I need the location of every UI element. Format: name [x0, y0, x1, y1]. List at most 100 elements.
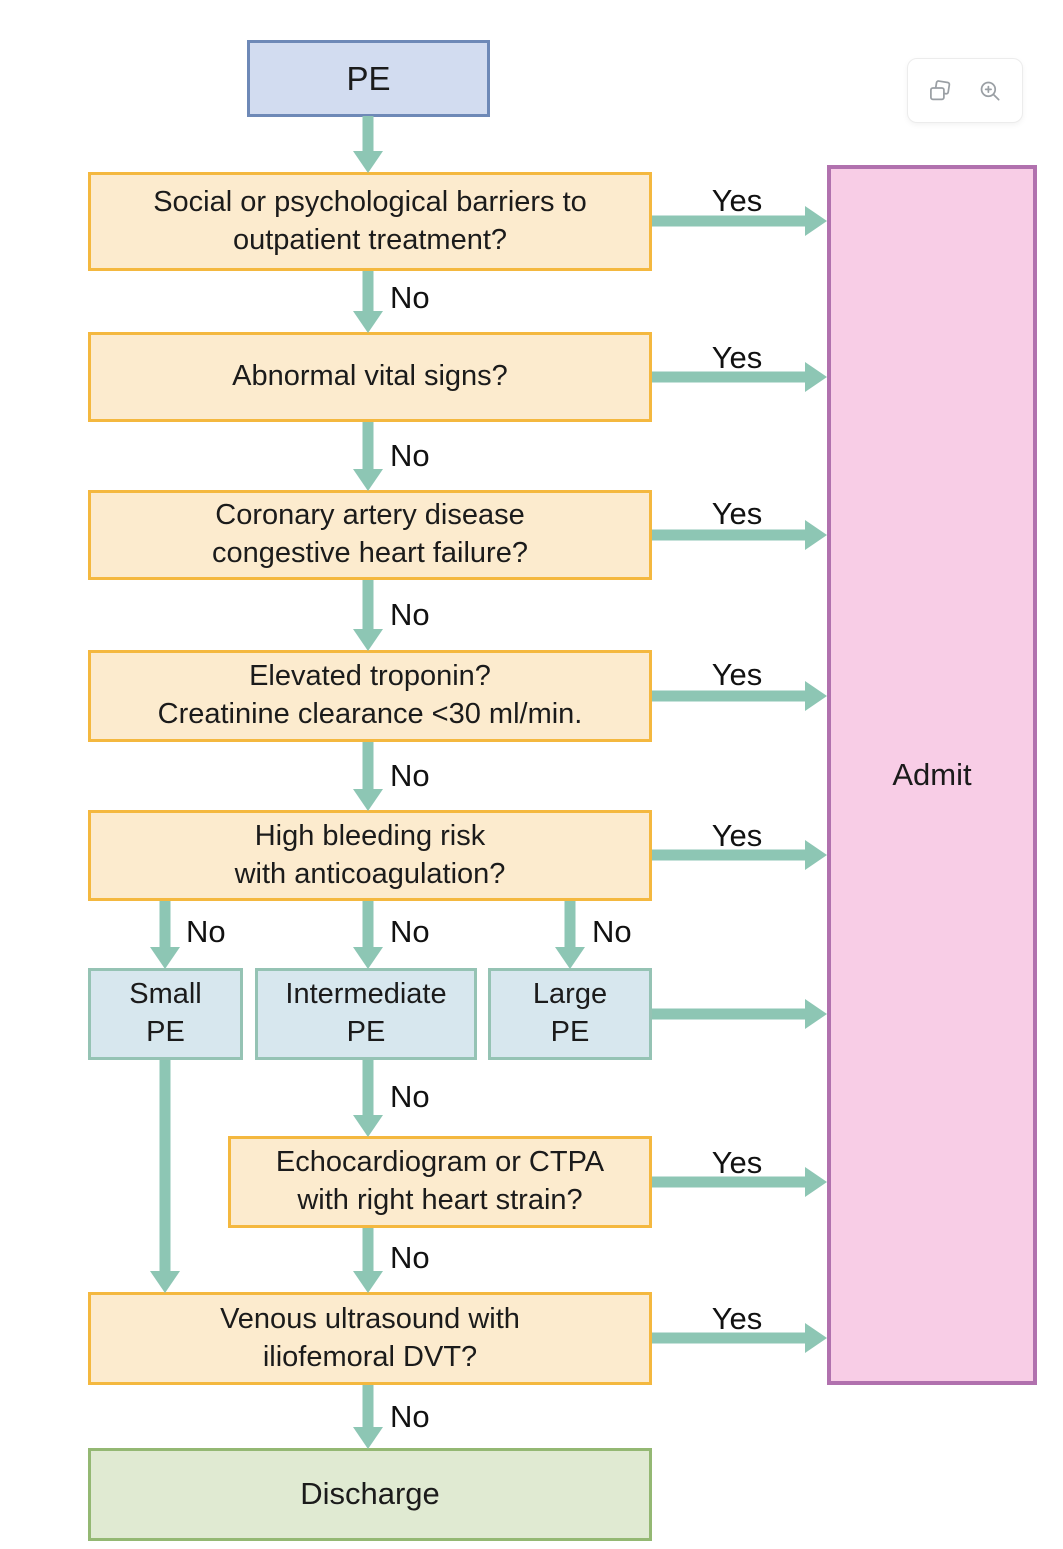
arrow-head: [353, 1427, 383, 1449]
arrow-troponin-to-admit: [652, 681, 827, 711]
no-label: No: [390, 758, 430, 793]
arrow-vitals-to-cad: [353, 422, 383, 491]
no-label: No: [592, 914, 632, 949]
no-label: No: [186, 914, 226, 949]
node-large-pe: Large PE: [488, 968, 652, 1060]
arrow-venous-to-discharge: [353, 1385, 383, 1449]
node-echo-ctpa: Echocardiogram or CTPA with right heart …: [228, 1136, 652, 1228]
node-venous-ultrasound: Venous ultrasound with iliofemoral DVT?: [88, 1292, 652, 1385]
node-pe: PE: [247, 40, 490, 117]
node-label-line: High bleeding risk: [254, 819, 486, 852]
arrow-head: [805, 1323, 827, 1353]
node-label-line: with anticoagulation?: [234, 857, 506, 890]
node-abnormal-vitals: Abnormal vital signs?: [88, 332, 652, 422]
node-label-line: Intermediate: [285, 978, 447, 1011]
node-label-line: Small: [129, 978, 202, 1011]
arrow-shaft: [652, 1176, 807, 1188]
arrow-shaft: [362, 901, 374, 949]
arrow-shaft: [652, 215, 807, 227]
arrow-head: [353, 151, 383, 173]
yes-label: Yes: [711, 657, 763, 692]
arrow-social-to-vitals: [353, 271, 383, 333]
no-label: No: [390, 914, 430, 949]
arrow-head: [353, 947, 383, 969]
arrow-shaft: [362, 116, 374, 153]
arrow-head: [555, 947, 585, 969]
yes-label: Yes: [711, 340, 763, 375]
arrow-shaft: [362, 1060, 374, 1117]
node-social-barriers: Social or psychological barriers to outp…: [88, 172, 652, 271]
node-intermediate-pe: Intermediate PE: [255, 968, 477, 1060]
arrow-bleeding-to-small: [150, 901, 180, 969]
arrow-shaft: [159, 1060, 171, 1273]
arrow-head: [805, 681, 827, 711]
arrow-bleeding-to-admit: [652, 840, 827, 870]
no-label: No: [390, 1079, 430, 1114]
zoom-in-icon: [980, 81, 1000, 101]
node-label-line: Abnormal vital signs?: [232, 360, 508, 392]
arrow-shaft: [652, 371, 807, 383]
node-bleeding-risk: High bleeding risk with anticoagulation?: [88, 810, 652, 901]
node-label-line: with right heart strain?: [297, 1184, 583, 1216]
arrow-bleeding-to-intermediate: [353, 901, 383, 969]
arrow-cad-to-troponin: [353, 580, 383, 651]
node-admit: Admit: [827, 165, 1037, 1385]
arrow-head: [353, 789, 383, 811]
arrow-venous-to-admit: [652, 1323, 827, 1353]
arrow-head: [805, 840, 827, 870]
arrow-cad-to-admit: [652, 520, 827, 550]
arrow-intermediate-to-echo: [353, 1060, 383, 1137]
arrow-head: [353, 629, 383, 651]
arrow-head: [353, 1115, 383, 1137]
no-label: No: [390, 1399, 430, 1434]
no-label: No: [390, 597, 430, 632]
node-label-line: PE: [346, 1016, 386, 1048]
arrow-head: [150, 1271, 180, 1293]
arrow-shaft: [362, 271, 374, 313]
arrow-shaft: [159, 901, 171, 949]
arrow-head: [353, 311, 383, 333]
arrow-head: [353, 469, 383, 491]
yes-label: Yes: [711, 818, 763, 853]
arrow-small-to-venous: [150, 1060, 180, 1293]
copy-image-button[interactable]: [923, 74, 957, 108]
arrow-shaft: [652, 1008, 807, 1020]
yes-label: Yes: [711, 1301, 763, 1336]
zoom-in-button[interactable]: [973, 74, 1007, 108]
no-label: No: [390, 1240, 430, 1275]
arrow-head: [805, 520, 827, 550]
yes-label: Yes: [711, 1145, 763, 1180]
node-label-line: iliofemoral DVT?: [262, 1340, 478, 1373]
arrow-shaft: [362, 742, 374, 791]
node-label-line: PE: [550, 1016, 590, 1048]
arrow-head: [150, 947, 180, 969]
arrow-echo-to-venous: [353, 1228, 383, 1293]
node-discharge: Discharge: [88, 1448, 652, 1541]
node-label-line: Creatinine clearance <30 ml/min.: [157, 698, 583, 730]
node-label-line: Elevated troponin?: [249, 660, 491, 693]
arrow-shaft: [362, 1228, 374, 1273]
arrow-troponin-to-bleeding: [353, 742, 383, 811]
node-label-line: congestive heart failure?: [212, 537, 528, 569]
arrow-head: [805, 999, 827, 1029]
node-small-pe: Small PE: [88, 968, 243, 1060]
arrow-echo-to-admit: [652, 1167, 827, 1197]
yes-label: Yes: [711, 496, 763, 531]
yes-label: Yes: [711, 183, 763, 218]
arrow-head: [353, 1271, 383, 1293]
node-label-line: PE: [146, 1016, 185, 1048]
node-label-line: Echocardiogram or CTPA: [275, 1146, 605, 1179]
node-admit-label: Admit: [892, 756, 972, 792]
arrow-large-to-admit: [652, 999, 827, 1029]
node-label-line: Large: [532, 978, 608, 1011]
node-label-line: outpatient treatment?: [232, 223, 508, 256]
arrow-head: [805, 206, 827, 236]
arrow-shaft: [652, 529, 807, 541]
arrow-shaft: [564, 901, 576, 949]
arrow-shaft: [652, 849, 807, 861]
image-toolbar: [907, 58, 1023, 123]
arrow-bleeding-to-large: [555, 901, 585, 969]
arrow-shaft: [652, 1332, 807, 1344]
node-label-line: Coronary artery disease: [215, 499, 525, 532]
